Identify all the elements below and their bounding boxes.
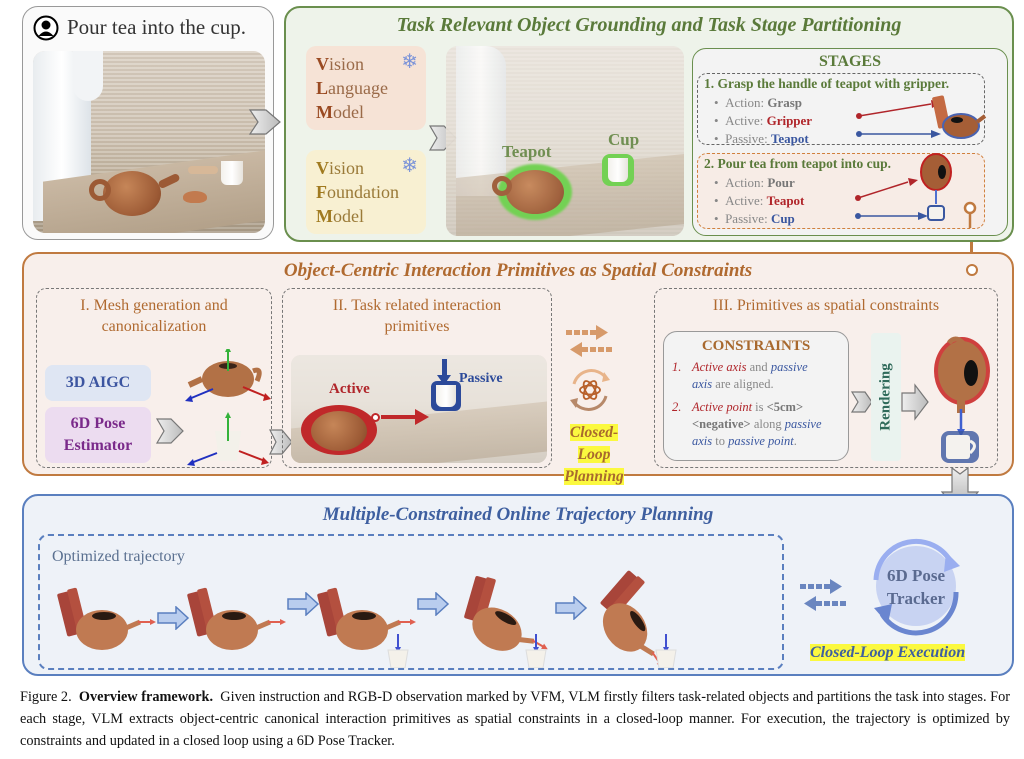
active-label: Active [329,381,370,397]
stage-1-passive: • Passive: Teapot [714,131,809,146]
rendered-pour-image [934,336,990,463]
caption-title: Overview framework. [78,689,214,705]
cup-grounded [608,158,628,182]
tracker-label: 6D Pose Tracker [886,566,946,608]
trajectory-step-arrow-icon [157,606,190,630]
optimized-trajectory-box: Optimized trajectory [38,534,784,670]
teapot [103,171,161,216]
passive-label: Passive [459,371,503,386]
stage-1-heading: 1. Grasp the handle of teapot with gripp… [704,76,950,91]
primitives-scene-image: Active Passive [291,355,547,463]
canonical-meshes [185,349,271,466]
trajectory-step-arrow-icon [287,592,320,616]
trajectory-frame [187,587,286,650]
snowflake-icon: ❄ [401,155,418,177]
flow-arrow-icon [155,418,184,444]
trajectory-step-arrow-icon [417,592,450,616]
grounding-panel: Task Relevant Object Grounding and Task … [284,6,1014,242]
trajectory-frame [464,576,548,668]
trajectory-title: Multiple-Constrained Online Trajectory P… [322,504,714,525]
teapot-label: Teapot [502,142,552,161]
instruction-panel: Pour tea into the cup. [22,6,274,240]
trajectory-panel: Multiple-Constrained Online Trajectory P… [22,494,1014,676]
active-teapot [311,411,367,451]
trajectory-frame [57,587,156,650]
stage-2: 2. Pour tea from teapot into cup. • Acti… [697,153,985,229]
caption-body: Given instruction and RGB-D observation … [20,689,1011,749]
openai-logo-icon [570,369,610,411]
grounding-title: Task Relevant Object Grounding and Task … [396,14,902,36]
figure-caption: Figure 2. Overview framework. Given inst… [20,686,1010,752]
trajectory-step-arrow-icon [555,596,588,620]
constraint-2: 2. Active point is <5cm><negative> along… [672,400,822,448]
stage-1-action: • Action: Grasp [714,95,802,110]
step-3-box: III. Primitives as spatial constraints C… [654,288,998,468]
trajectory-frame [317,587,416,668]
snowflake-icon: ❄ [401,51,418,73]
flow-arrow-icon [901,383,929,421]
pose-tracker: 6D Pose Tracker [860,530,972,642]
instruction-text: Pour tea into the cup. [67,15,247,39]
stage-1-pointer-arrows [856,95,987,139]
grounded-scene-image: Teapot Cup [446,46,684,236]
stages-title: STAGES [819,53,881,70]
step-1-box: I. Mesh generation and canonicalization … [36,288,272,468]
stage-2-active: • Active: Teapot [714,193,805,208]
closed-loop-execution-label: Closed-Loop Execution [810,644,966,661]
cup-label: Cup [608,130,640,149]
vfm-box: Vision Foundation Model ❄ [306,150,426,234]
primitives-title: Object-Centric Interaction Primitives as… [283,260,753,281]
flow-arrow-icon [851,391,873,413]
cup [221,161,243,185]
vlm-box: Vision Language Model ❄ [306,46,426,130]
rendering-label: Rendering [871,333,901,461]
stage-2-passive: • Passive: Cup [714,211,795,226]
primitives-panel: Object-Centric Interaction Primitives as… [22,252,1014,485]
stage-2-action: • Action: Pour [714,175,795,190]
stage-1-active: • Active: Gripper [714,113,813,128]
closed-loop-planning-label: Closed-Loop Planning [564,424,624,485]
step-1-title: I. Mesh generation and canonicalization [80,297,228,335]
optimized-trajectory-label: Optimized trajectory [52,548,185,565]
pose-estimator-box: 6D Pose Estimator [45,407,151,463]
loop-arrows-icon [873,538,960,636]
stage-1: 1. Grasp the handle of teapot with gripp… [697,73,987,146]
stage-2-heading: 2. Pour tea from teapot into cup. [704,156,891,171]
stages-box: STAGES 1. Grasp the handle of teapot wit… [692,48,1008,236]
teapot-grounded [506,170,564,214]
stage-2-pointer-arrows [855,153,977,228]
step-3-title: III. Primitives as spatial constraints [712,297,940,314]
trajectory-frame [600,570,677,668]
step-2-title: II. Task related interaction primitives [332,297,502,335]
bidirectional-arrows-icon [800,579,846,611]
user-icon [33,15,59,41]
bidirectional-arrows-icon [566,325,612,357]
observation-image [33,51,265,233]
passive-cup [436,385,456,407]
step-2-box: II. Task related interaction primitives … [282,288,552,468]
aigc-box: 3D AIGC [45,365,151,401]
flow-arrow-icon [248,109,281,135]
caption-prefix: Figure 2. [20,689,72,705]
constraints-title: CONSTRAINTS [701,338,811,354]
